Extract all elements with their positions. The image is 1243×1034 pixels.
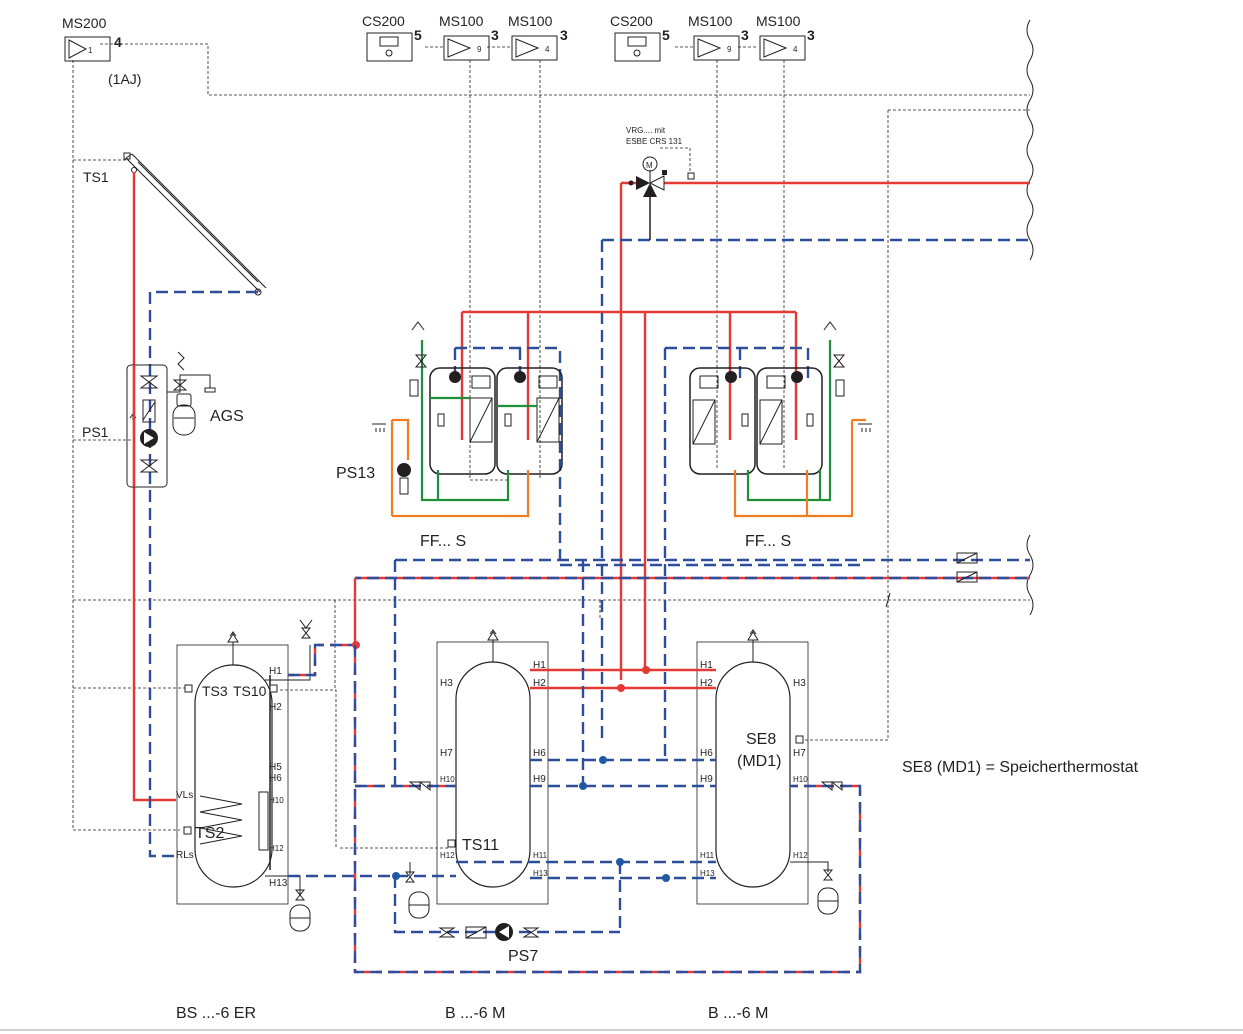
svg-text:3: 3	[741, 27, 749, 43]
svg-text:BS ...-6 ER: BS ...-6 ER	[176, 1005, 256, 1022]
svg-text:9: 9	[477, 45, 482, 54]
solar-return-pipe	[148, 290, 258, 858]
svg-text:H9: H9	[700, 774, 713, 785]
svg-text:H12: H12	[440, 851, 455, 860]
svg-text:AGS: AGS	[210, 408, 244, 425]
solar-flow-pipe	[132, 172, 176, 802]
svg-text:H7: H7	[793, 748, 806, 759]
svg-text:PS13: PS13	[336, 465, 375, 482]
svg-text:PS1: PS1	[82, 424, 109, 440]
solar-pump-station: PS1	[82, 364, 168, 488]
fresh-water-station-right: FF... S	[689, 321, 872, 550]
ms200-module: MS200 1 4 (1AJ)	[62, 15, 141, 87]
tank-connections: PS7	[288, 560, 862, 974]
svg-text:4: 4	[545, 45, 550, 54]
svg-text:(1AJ): (1AJ)	[108, 71, 141, 87]
svg-text:FF... S: FF... S	[745, 533, 791, 550]
solar-collector: TS1	[83, 152, 267, 296]
cs200-module-right: CS200 5	[610, 13, 670, 62]
svg-text:MS100: MS100	[688, 13, 733, 29]
svg-text:SE8: SE8	[746, 731, 776, 748]
svg-text:H6: H6	[700, 748, 713, 759]
fresh-water-station-left: PS13 FF... S	[336, 321, 563, 550]
bs-solar-storage-tank: TS3 TS10 TS2 H1 H2 H5 H6 H10 H12 H13 VLs…	[176, 619, 313, 1022]
distribution-pipes	[353, 552, 1030, 785]
svg-text:4: 4	[793, 45, 798, 54]
svg-text:4: 4	[114, 34, 122, 50]
svg-text:3: 3	[807, 27, 815, 43]
ms100-module-right-1: MS100 9 3	[688, 13, 749, 61]
b1-buffer-tank: TS11 H1 H2 H3 H7 H6 H10 H9 H12 H11 H13 B…	[436, 629, 549, 1022]
svg-text:H2: H2	[700, 678, 713, 689]
svg-text:B ...-6 M: B ...-6 M	[445, 1005, 505, 1022]
svg-text:H12: H12	[793, 851, 808, 860]
svg-text:VRG.... mit: VRG.... mit	[626, 126, 666, 135]
svg-text:H9: H9	[533, 774, 546, 785]
svg-text:3: 3	[491, 27, 499, 43]
svg-text:9: 9	[727, 45, 732, 54]
ms100-module-left-2: MS100 4 3	[508, 13, 568, 61]
svg-text:(MD1): (MD1)	[737, 753, 781, 770]
svg-text:RLs: RLs	[176, 850, 194, 861]
bs-hot-link	[288, 643, 355, 677]
svg-text:B ...-6 M: B ...-6 M	[708, 1005, 768, 1022]
svg-text:H3: H3	[793, 678, 806, 689]
svg-text:H13: H13	[269, 878, 288, 889]
svg-text:H3: H3	[440, 678, 453, 689]
svg-text:TS3: TS3	[202, 683, 228, 699]
ms200-label: MS200	[62, 15, 107, 31]
ags-expansion-vessel: AGS	[167, 351, 244, 436]
svg-text:CS200: CS200	[610, 13, 653, 29]
svg-text:M: M	[646, 161, 653, 170]
b2-buffer-tank: SE8 (MD1) H1 H2 H3 H6 H7 H9 H10 H11 H13 …	[696, 629, 839, 1022]
svg-text:MS100: MS100	[439, 13, 484, 29]
svg-text:H6: H6	[269, 773, 282, 784]
svg-text:TS11: TS11	[462, 837, 499, 854]
svg-text:H12: H12	[269, 844, 284, 853]
heating-circuit-top: M VRG.... mit ESBE CRS 131	[600, 126, 1030, 740]
svg-text:VLs: VLs	[176, 790, 193, 801]
svg-text:H5: H5	[269, 762, 282, 773]
svg-text:H13: H13	[700, 869, 715, 878]
svg-text:TS1: TS1	[83, 169, 109, 185]
break-lines	[885, 19, 1034, 616]
svg-text:MS100: MS100	[508, 13, 553, 29]
svg-text:TS2: TS2	[195, 825, 224, 842]
svg-text:H2: H2	[269, 702, 282, 713]
control-wiring	[72, 43, 1030, 849]
svg-text:TS10: TS10	[233, 683, 267, 699]
svg-text:H11: H11	[533, 851, 548, 860]
svg-text:H2: H2	[533, 678, 546, 689]
svg-text:H1: H1	[269, 666, 282, 677]
svg-text:H1: H1	[533, 660, 546, 671]
svg-text:5: 5	[662, 27, 670, 43]
svg-text:3: 3	[560, 27, 568, 43]
svg-text:H6: H6	[533, 748, 546, 759]
svg-text:H1: H1	[700, 660, 713, 671]
svg-text:H10: H10	[793, 775, 808, 784]
legend-speicherthermostat: SE8 (MD1) = Speicherthermostat	[902, 759, 1139, 776]
svg-text:H11: H11	[700, 851, 715, 860]
svg-text:5: 5	[414, 27, 422, 43]
svg-text:FF... S: FF... S	[420, 533, 466, 550]
svg-text:PS7: PS7	[508, 948, 538, 965]
cs200-module-left: CS200 5	[362, 13, 422, 62]
ms100-module-left-1: MS100 9 3	[439, 13, 499, 61]
svg-text:CS200: CS200	[362, 13, 405, 29]
svg-text:H7: H7	[440, 748, 453, 759]
bs-hot-link-return	[288, 643, 355, 677]
svg-text:1: 1	[88, 46, 93, 55]
svg-text:H10: H10	[440, 775, 455, 784]
svg-text:H13: H13	[533, 869, 548, 878]
svg-text:H10: H10	[269, 796, 284, 805]
svg-text:MS100: MS100	[756, 13, 801, 29]
svg-text:ESBE CRS 131: ESBE CRS 131	[626, 137, 683, 146]
ms100-module-right-2: MS100 4 3	[756, 13, 815, 61]
